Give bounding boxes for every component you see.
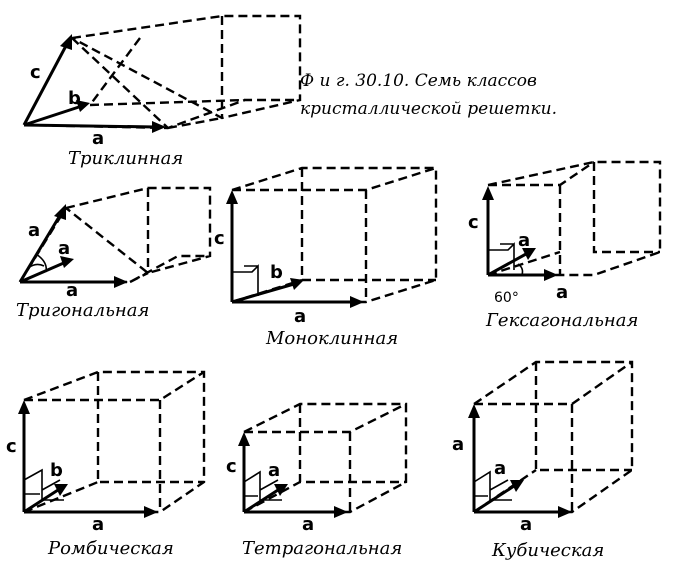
vector-b [23,488,59,514]
cubic-cell: a a a Кубическая [452,360,634,561]
label-b: b [270,262,283,283]
vector-a1 [487,252,527,277]
label-a2: a [556,282,568,303]
lattice-name: Гексагональная [485,310,638,331]
vector-b [231,282,295,304]
label-c: c [468,212,479,233]
label-a2: a [494,458,506,479]
lattice-name: Ромбическая [47,538,174,559]
monoclinic-cell: c b a Моноклинная [214,166,438,349]
caption-line-1: Ф и г. 30.10. Семь классов [300,71,537,91]
label-a1: a [268,460,280,481]
label-c: c [6,436,17,457]
triclinic-cell: c b a Триклинная [22,14,302,169]
label-a2: a [302,514,314,535]
vector-a1 [243,488,279,514]
vector-b [23,104,83,127]
label-b: b [50,460,63,481]
vector-a2 [19,260,67,284]
tetragonal-cell: c a a Тетрагональная [226,402,408,559]
lattice-name: Тетрагональная [242,538,402,559]
trigonal-cell: a a a Тригональная [16,186,212,321]
label-a3: a [66,280,78,301]
label-a1: a [452,434,464,455]
lattice-name: Кубическая [491,540,604,561]
lattice-name: Моноклинная [265,328,398,349]
vector-c [22,41,70,126]
vector-a1 [18,211,64,283]
angle-label: 60° [494,290,519,306]
label-a1: a [28,220,40,241]
orthorhombic-cell: c b a Ромбическая [6,370,206,559]
vector-a [23,123,157,129]
label-a: a [92,514,104,535]
caption-line-2: кристаллической решетки. [300,99,557,119]
label-c: c [214,228,225,249]
label-a1: a [518,230,530,251]
lattice-name: Тригональная [16,300,149,321]
lattice-name: Триклинная [68,148,183,169]
label-b: b [68,88,81,109]
hexagonal-cell: c a a 60° Гексагональная [468,160,662,331]
vector-a2 [473,484,515,514]
label-a: a [294,306,306,327]
label-a: a [92,128,104,149]
label-c: c [30,62,41,83]
label-a3: a [520,514,532,535]
label-a2: a [58,238,70,259]
label-c: c [226,456,237,477]
